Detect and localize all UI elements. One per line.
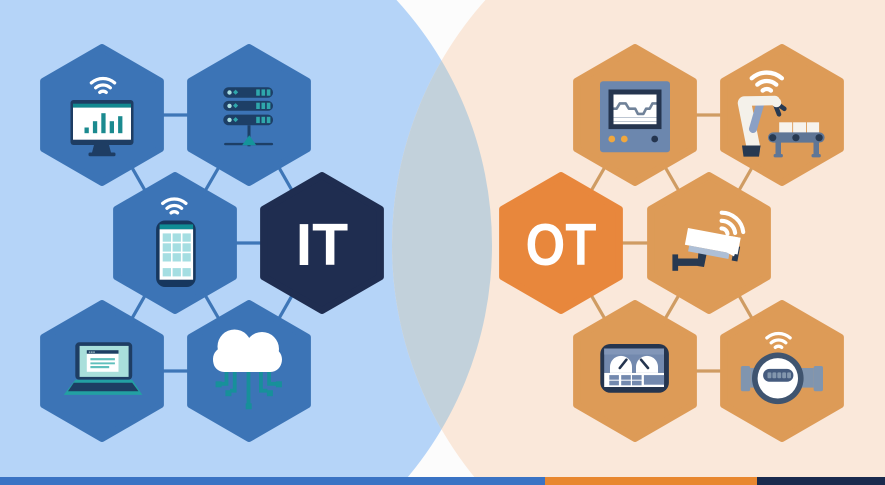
svg-text:OT: OT: [526, 212, 597, 278]
svg-text:IT: IT: [296, 212, 348, 278]
